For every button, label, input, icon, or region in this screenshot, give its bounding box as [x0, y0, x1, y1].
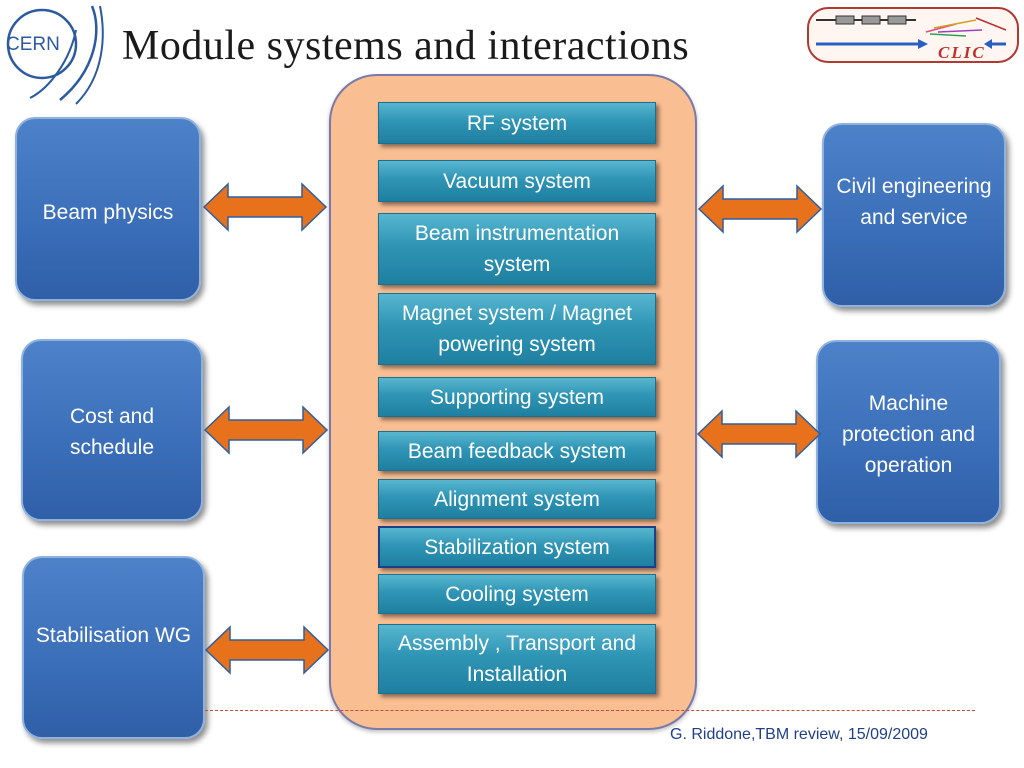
system-stabilization: Stabilization system — [378, 526, 656, 568]
footer-divider — [205, 710, 975, 711]
system-beam-instrumentation: Beam instrumentation system — [378, 213, 656, 285]
clic-logo: CLIC — [807, 7, 1019, 63]
box-cost-schedule-label: Cost and schedule — [69, 405, 155, 459]
box-civil-engineering: Civil engineering and service — [822, 123, 1006, 307]
system-supporting: Supporting system — [378, 377, 656, 417]
arrow-beam-physics — [202, 182, 328, 232]
arrow-civil-engineering — [697, 184, 823, 234]
box-beam-physics-label: Beam physics — [42, 201, 174, 224]
arrow-stabilisation-wg — [204, 625, 330, 675]
system-magnet: Magnet system / Magnet powering system — [378, 293, 656, 365]
arrow-cost-schedule — [203, 405, 329, 455]
system-rf: RF system — [378, 102, 656, 144]
box-stabilisation-wg: Stabilisation WG — [22, 556, 205, 739]
system-beam-feedback: Beam feedback system — [378, 431, 656, 471]
cern-logo: CERN — [6, 5, 104, 105]
box-machine-protection: Machine protection and operation — [816, 340, 1001, 524]
system-alignment: Alignment system — [378, 479, 656, 519]
cern-logo-text: CERN — [6, 34, 60, 55]
box-machine-protection-label: Machine protection and operation — [841, 392, 976, 477]
box-civil-engineering-label: Civil engineering and service — [836, 175, 992, 229]
system-assembly: Assembly , Transport and Installation — [378, 624, 656, 694]
arrow-machine-protection — [696, 409, 822, 459]
clic-logo-text: CLIC — [938, 43, 986, 62]
page-title: Module systems and interactions — [122, 23, 690, 69]
box-cost-schedule: Cost and schedule — [21, 339, 203, 521]
system-cooling: Cooling system — [378, 574, 656, 614]
box-stabilisation-wg-label: Stabilisation WG — [35, 624, 192, 647]
box-beam-physics: Beam physics — [15, 117, 201, 301]
system-vacuum: Vacuum system — [378, 160, 656, 202]
footer-credit: G. Riddone,TBM review, 15/09/2009 — [670, 726, 928, 743]
